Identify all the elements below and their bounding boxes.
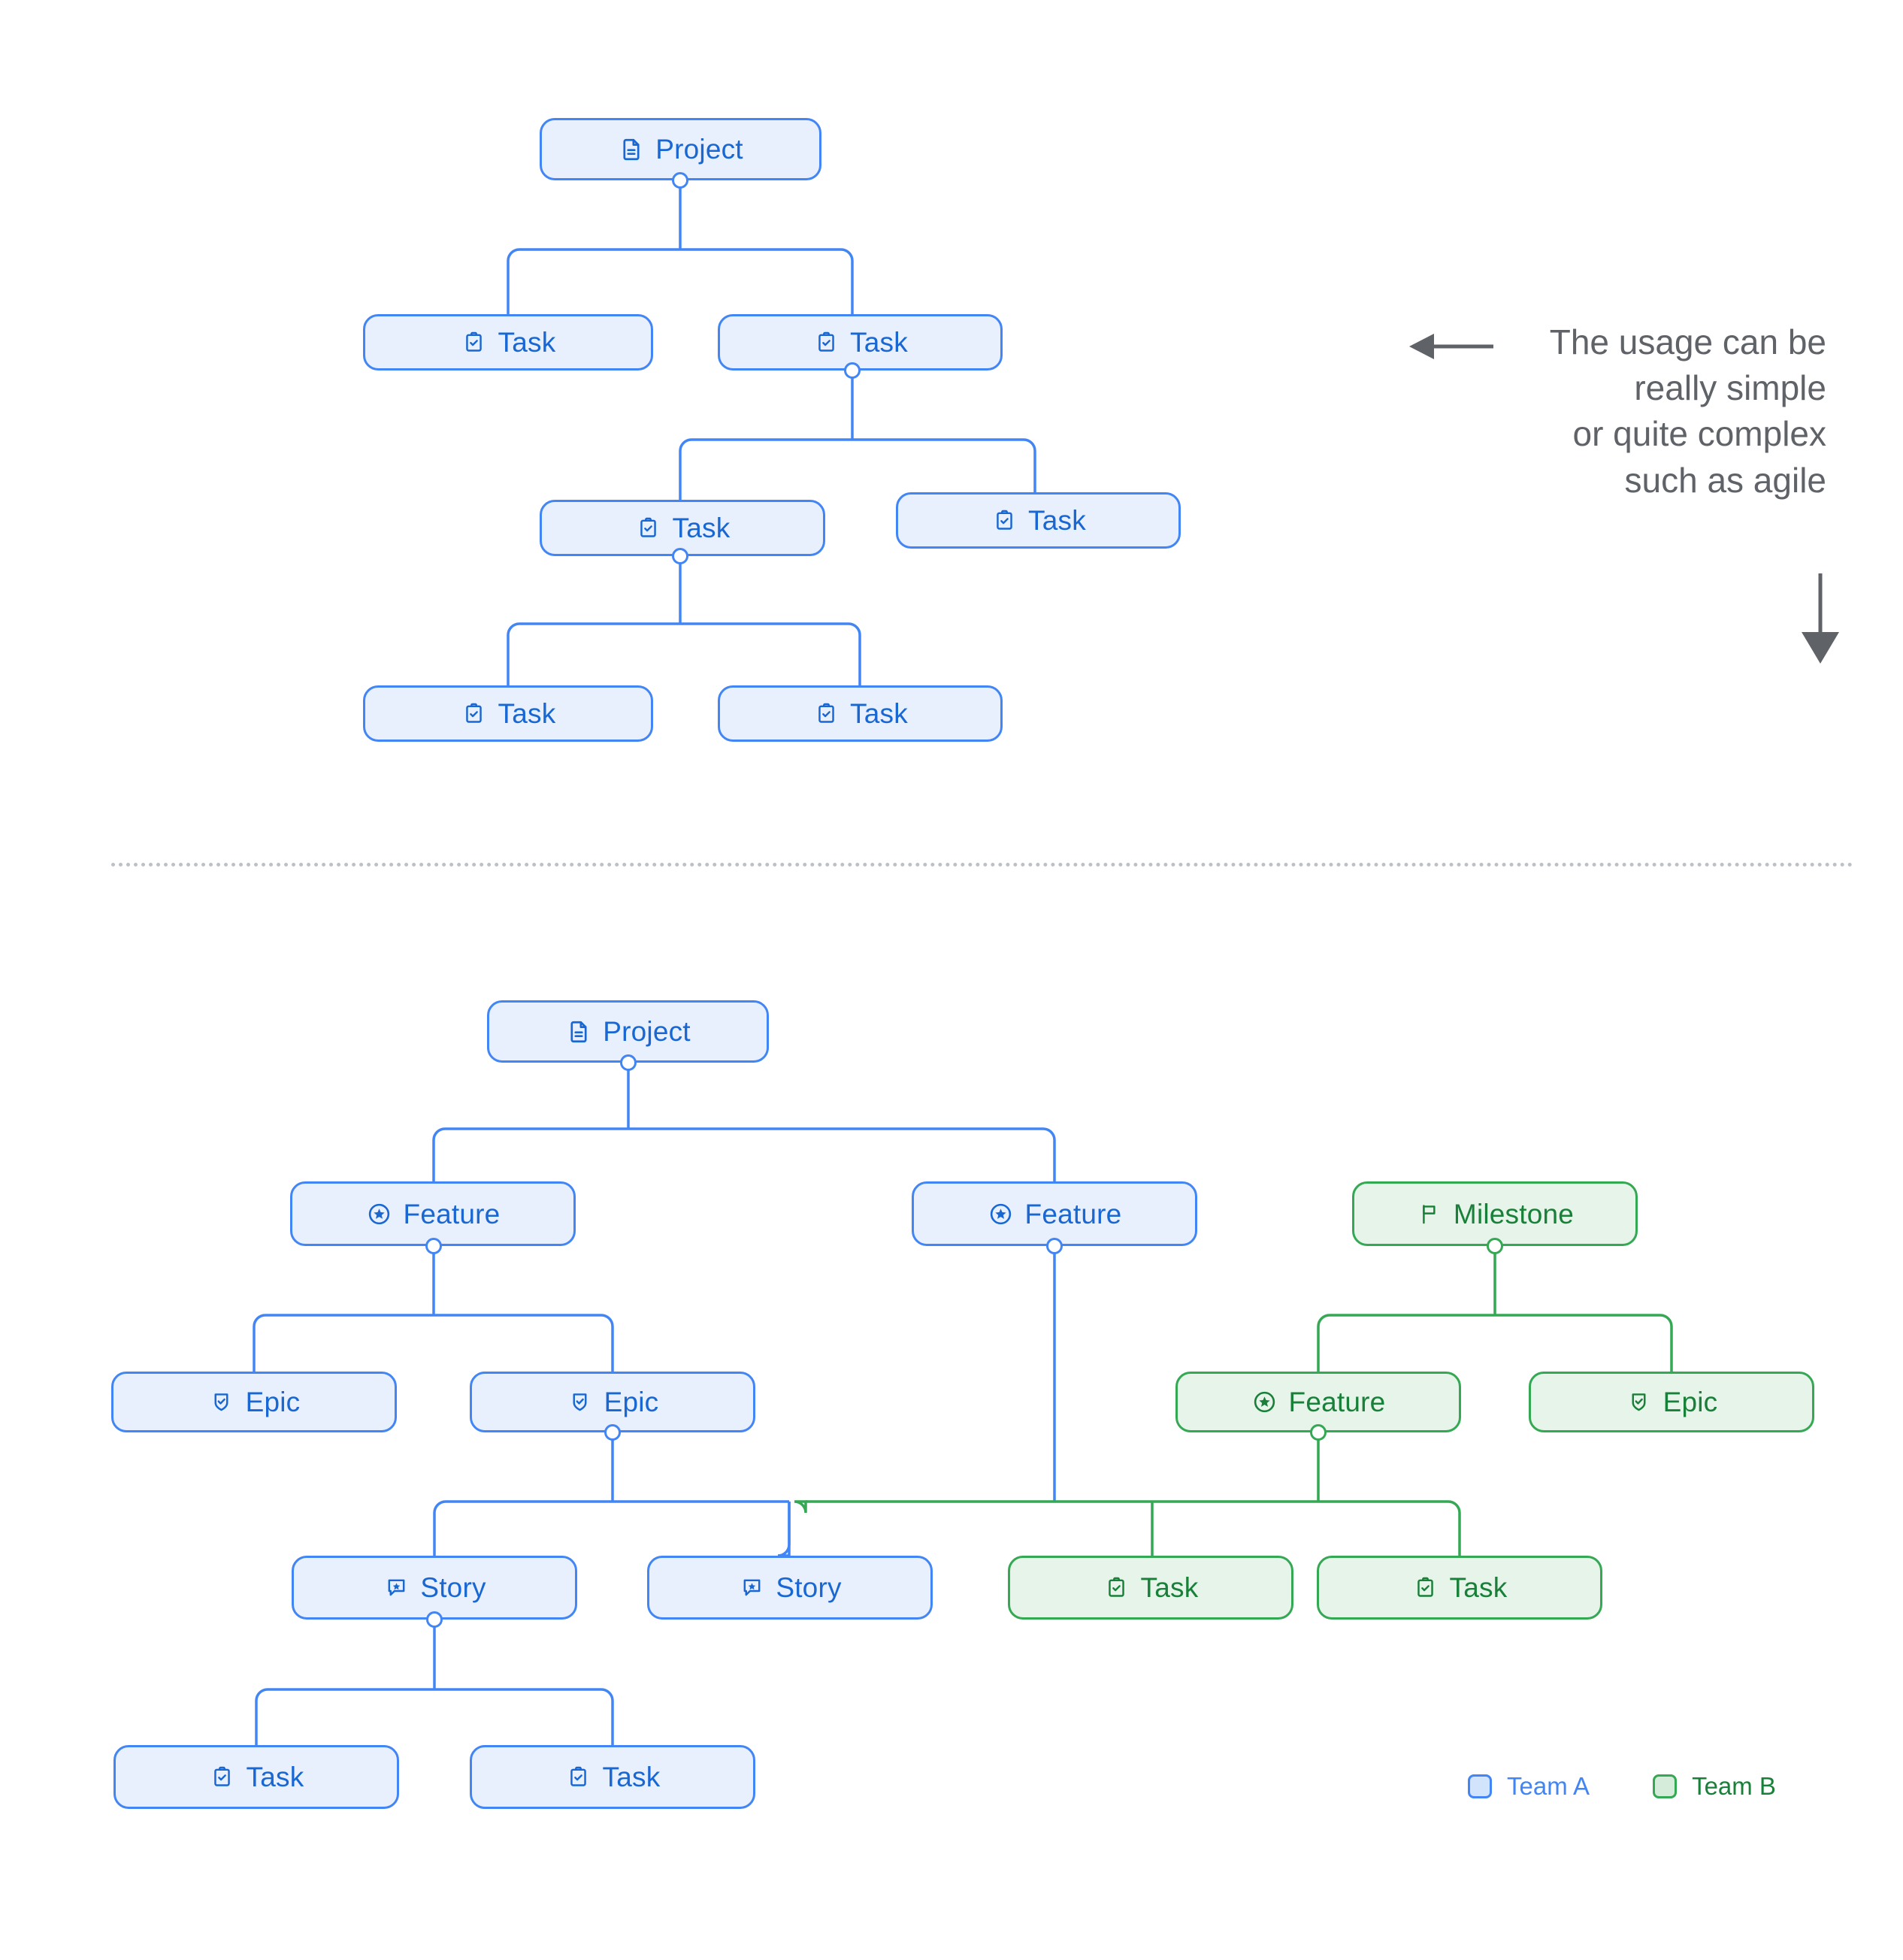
legend-label: Team A	[1507, 1772, 1590, 1800]
node-label: Task	[498, 327, 556, 358]
clipboard-check-icon	[461, 700, 488, 727]
node-task[interactable]: Task	[363, 685, 653, 742]
comment-star-icon	[383, 1574, 410, 1602]
node-label: Project	[655, 134, 743, 165]
star-circle-icon	[1251, 1389, 1278, 1416]
node-label: Feature	[1288, 1387, 1386, 1417]
node-label: Task	[498, 698, 556, 729]
annotation-text: The usage can be really simple or quite …	[1549, 322, 1826, 500]
node-label: Task	[850, 327, 908, 358]
node-task[interactable]: Task	[1317, 1556, 1602, 1620]
node-label: Task	[246, 1762, 304, 1792]
clipboard-check-icon	[635, 515, 662, 542]
connector-port	[1487, 1238, 1503, 1254]
node-epic[interactable]: Epic	[470, 1372, 755, 1432]
node-task[interactable]: Task	[540, 500, 825, 556]
node-task[interactable]: Task	[363, 314, 653, 371]
node-task[interactable]: Task	[896, 492, 1181, 549]
connector-port	[426, 1611, 443, 1628]
connector-port	[1046, 1238, 1063, 1254]
node-label: Story	[776, 1572, 842, 1603]
legend-label: Team B	[1692, 1772, 1776, 1800]
node-milestone[interactable]: Milestone	[1352, 1181, 1638, 1246]
legend-item-team-b[interactable]: Team B	[1653, 1772, 1776, 1801]
connector-port	[844, 362, 861, 379]
connector-port	[425, 1238, 442, 1254]
connector-port	[672, 548, 688, 564]
node-story[interactable]: Story	[292, 1556, 577, 1620]
arrow-down-icon	[1802, 573, 1839, 664]
node-label: Task	[672, 513, 731, 543]
connector-port	[1310, 1424, 1327, 1441]
node-label: Feature	[403, 1198, 501, 1230]
connector-port	[620, 1054, 637, 1071]
connector-port	[672, 172, 688, 189]
flag-icon	[1416, 1200, 1443, 1227]
clipboard-check-icon	[565, 1764, 592, 1791]
node-label: Task	[1140, 1572, 1199, 1603]
node-label: Task	[602, 1762, 661, 1792]
clipboard-check-icon	[1103, 1574, 1130, 1602]
node-task[interactable]: Task	[718, 685, 1003, 742]
document-icon	[618, 136, 645, 163]
node-label: Task	[1028, 505, 1086, 536]
node-project[interactable]: Project	[487, 1000, 769, 1063]
node-epic[interactable]: Epic	[111, 1372, 397, 1432]
star-circle-icon	[366, 1200, 393, 1227]
legend-item-team-a[interactable]: Team A	[1468, 1772, 1590, 1801]
section-divider	[111, 863, 1853, 867]
node-label: Feature	[1024, 1198, 1122, 1230]
legend: Team A Team B	[1468, 1772, 1776, 1801]
shield-check-icon	[1626, 1389, 1653, 1416]
comment-star-icon	[738, 1574, 765, 1602]
node-label: Milestone	[1453, 1198, 1575, 1230]
node-feature[interactable]: Feature	[912, 1181, 1197, 1246]
node-label: Epic	[604, 1387, 659, 1417]
clipboard-check-icon	[461, 329, 488, 356]
document-icon	[565, 1018, 592, 1045]
clipboard-check-icon	[812, 700, 840, 727]
clipboard-check-icon	[812, 329, 840, 356]
node-label: Task	[1449, 1572, 1508, 1603]
node-label: Epic	[245, 1387, 301, 1417]
node-label: Epic	[1662, 1387, 1718, 1417]
legend-swatch-icon	[1468, 1774, 1492, 1798]
shield-check-icon	[567, 1389, 594, 1416]
node-feature[interactable]: Feature	[1175, 1372, 1461, 1432]
node-label: Task	[850, 698, 908, 729]
node-task[interactable]: Task	[470, 1745, 755, 1809]
node-task[interactable]: Task	[113, 1745, 399, 1809]
node-story[interactable]: Story	[647, 1556, 933, 1620]
shield-check-icon	[208, 1389, 235, 1416]
clipboard-check-icon	[1412, 1574, 1439, 1602]
node-feature[interactable]: Feature	[290, 1181, 576, 1246]
legend-swatch-icon	[1653, 1774, 1678, 1798]
node-project[interactable]: Project	[540, 118, 821, 180]
node-task[interactable]: Task	[1008, 1556, 1293, 1620]
node-label: Project	[603, 1016, 691, 1047]
node-epic[interactable]: Epic	[1529, 1372, 1814, 1432]
node-label: Story	[420, 1572, 486, 1603]
clipboard-check-icon	[209, 1764, 236, 1791]
clipboard-check-icon	[991, 507, 1018, 534]
connector-port	[604, 1424, 621, 1441]
star-circle-icon	[988, 1200, 1015, 1227]
node-task[interactable]: Task	[718, 314, 1003, 371]
